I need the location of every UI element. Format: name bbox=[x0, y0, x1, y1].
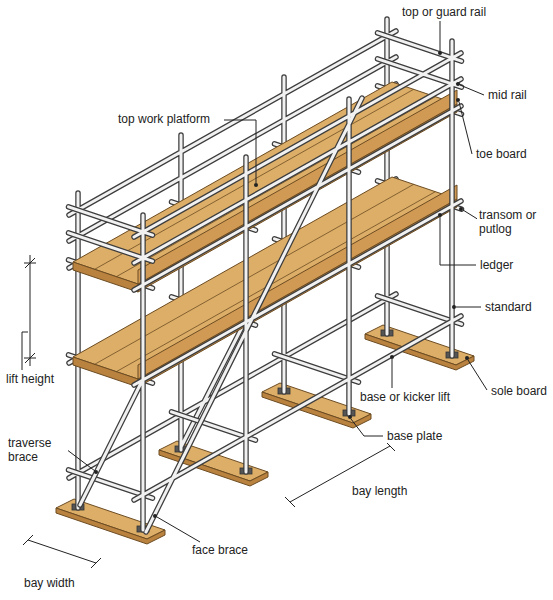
leader-dots bbox=[94, 51, 469, 518]
front-tubes bbox=[69, 33, 462, 532]
part-label: sole board bbox=[489, 384, 549, 398]
dimension-lines bbox=[23, 255, 395, 568]
part-label: bay length bbox=[350, 484, 409, 498]
part-label: transom or putlog bbox=[477, 208, 549, 236]
part-label: traverse brace bbox=[6, 436, 68, 464]
part-label: face brace bbox=[190, 543, 250, 557]
part-label: top work platform bbox=[116, 112, 212, 126]
part-label: bay width bbox=[22, 576, 77, 590]
part-label: standard bbox=[483, 300, 534, 314]
part-label: toe board bbox=[474, 147, 529, 161]
part-label: mid rail bbox=[486, 88, 529, 102]
part-label: base or kicker lift bbox=[358, 390, 452, 404]
part-label: top or guard rail bbox=[400, 5, 488, 19]
part-label: lift height bbox=[4, 372, 56, 386]
leader-lines bbox=[22, 21, 487, 542]
part-label: base plate bbox=[385, 429, 444, 443]
part-label: ledger bbox=[478, 258, 515, 272]
